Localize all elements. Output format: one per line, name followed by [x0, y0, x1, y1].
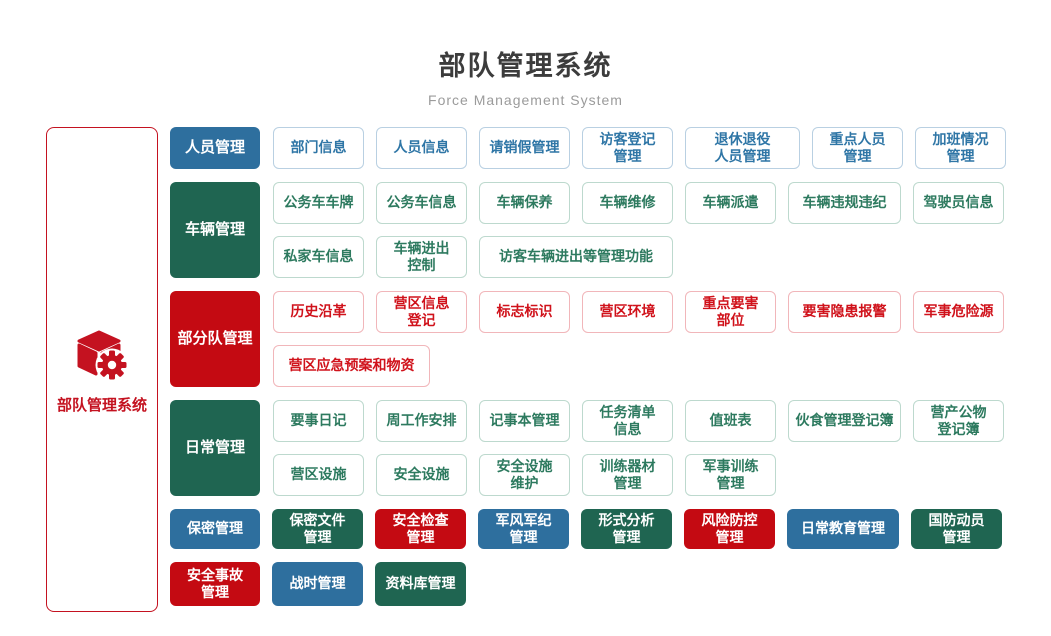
- feature-box: 营区环境: [582, 291, 673, 333]
- feature-box: 安全设施: [376, 454, 467, 496]
- feature-box: 记事本管理: [479, 400, 570, 442]
- module-box: 保密文件 管理: [272, 509, 363, 549]
- module-box: 保密管理: [170, 509, 260, 549]
- feature-box: 安全设施 维护: [479, 454, 570, 496]
- feature-box: 营区应急预案和物资: [273, 345, 430, 387]
- module-box: 国防动员 管理: [911, 509, 1002, 549]
- section-vehicle: 车辆管理 公务车车牌 公务车信息 车辆保养 车辆维修 车辆派遣 车辆违规违纪 驾…: [170, 182, 1006, 278]
- module-box: 战时管理: [272, 562, 363, 606]
- feature-box: 人员信息: [376, 127, 467, 169]
- feature-box: 车辆违规违纪: [788, 182, 901, 224]
- diagram-body: 部队管理系统 人员管理 部门信息 人员信息 请销假管理 访客登记 管理 退休退役…: [46, 127, 1006, 612]
- root-system-card: 部队管理系统: [46, 127, 158, 612]
- feature-box: 标志标识: [479, 291, 570, 333]
- module-box: 风险防控 管理: [684, 509, 775, 549]
- section-daily: 日常管理 要事日记 周工作安排 记事本管理 任务清单 信息 值班表 伙食管理登记…: [170, 400, 1006, 496]
- feature-box: 访客车辆进出等管理功能: [479, 236, 673, 278]
- category-vehicle: 车辆管理: [170, 182, 260, 278]
- feature-box: 车辆进出 控制: [376, 236, 467, 278]
- section-unit: 部分队管理 历史沿革 营区信息 登记 标志标识 营区环境 重点要害 部位 要害隐…: [170, 291, 1006, 387]
- module-row-2: 安全事故 管理 战时管理 资料库管理: [170, 562, 1006, 606]
- root-system-label: 部队管理系统: [56, 397, 147, 414]
- feature-box: 值班表: [685, 400, 776, 442]
- module-box: 安全事故 管理: [170, 562, 260, 606]
- feature-box: 营产公物 登记簿: [913, 400, 1004, 442]
- section-rows: 人员管理 部门信息 人员信息 请销假管理 访客登记 管理 退休退役 人员管理 重…: [170, 127, 1006, 612]
- feature-box: 伙食管理登记簿: [788, 400, 901, 442]
- module-box: 军风军纪 管理: [478, 509, 569, 549]
- feature-box: 公务车车牌: [273, 182, 364, 224]
- feature-box: 训练器材 管理: [582, 454, 673, 496]
- feature-box: 车辆派遣: [685, 182, 776, 224]
- feature-box: 驾驶员信息: [913, 182, 1004, 224]
- page-subtitle: Force Management System: [428, 92, 623, 108]
- feature-box: 私家车信息: [273, 236, 364, 278]
- module-box: 形式分析 管理: [581, 509, 672, 549]
- feature-box: 公务车信息: [376, 182, 467, 224]
- page-title: 部队管理系统: [438, 51, 613, 81]
- feature-box: 退休退役 人员管理: [685, 127, 800, 169]
- category-unit: 部分队管理: [170, 291, 260, 387]
- feature-box: 军事训练 管理: [685, 454, 776, 496]
- feature-box: 任务清单 信息: [582, 400, 673, 442]
- feature-box: 重点要害 部位: [685, 291, 776, 333]
- feature-box: 营区设施: [273, 454, 364, 496]
- feature-box: 请销假管理: [479, 127, 570, 169]
- feature-box: 车辆保养: [479, 182, 570, 224]
- category-daily: 日常管理: [170, 400, 260, 496]
- diagram-header: 部队管理系统 Force Management System: [0, 44, 1051, 108]
- feature-box: 要事日记: [273, 400, 364, 442]
- feature-box: 部门信息: [273, 127, 364, 169]
- feature-box: 车辆维修: [582, 182, 673, 224]
- feature-box: 历史沿革: [273, 291, 364, 333]
- module-row-1: 保密管理 保密文件 管理 安全检查 管理 军风军纪 管理 形式分析 管理 风险防…: [170, 509, 1006, 549]
- module-box: 资料库管理: [375, 562, 466, 606]
- feature-box: 加班情况 管理: [915, 127, 1006, 169]
- feature-box: 访客登记 管理: [582, 127, 673, 169]
- feature-box: 周工作安排: [376, 400, 467, 442]
- category-personnel: 人员管理: [170, 127, 260, 169]
- cube-gear-icon: [77, 330, 129, 382]
- module-box: 日常教育管理: [787, 509, 899, 549]
- module-box: 安全检查 管理: [375, 509, 466, 549]
- feature-box: 重点人员 管理: [812, 127, 903, 169]
- feature-box: 要害隐患报警: [788, 291, 901, 333]
- feature-box: 营区信息 登记: [376, 291, 467, 333]
- feature-box: 军事危险源: [913, 291, 1004, 333]
- section-personnel: 人员管理 部门信息 人员信息 请销假管理 访客登记 管理 退休退役 人员管理 重…: [170, 127, 1006, 169]
